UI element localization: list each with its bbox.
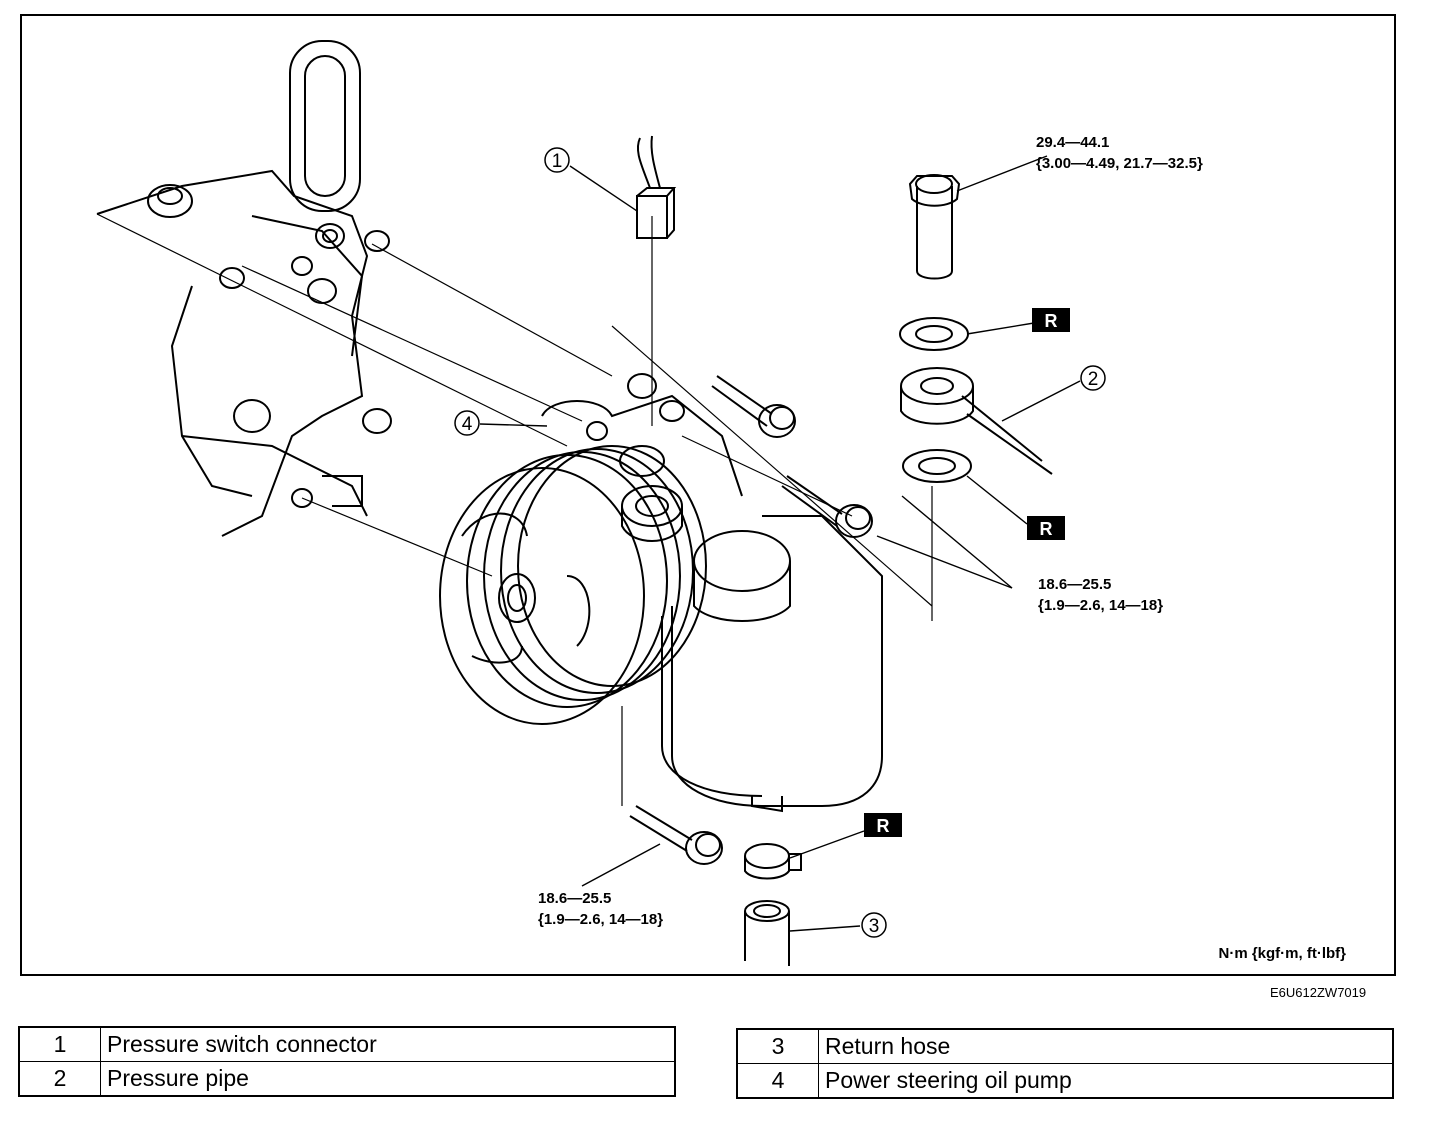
return-hose-drawing — [744, 900, 790, 966]
torque-spec-alt-units: {1.9—2.6, 14—18} — [1038, 597, 1164, 614]
legend-row: 2 Pressure pipe — [18, 1061, 676, 1097]
torque-spec-nm: 18.6—25.5 — [1038, 576, 1112, 593]
callout-3: 3 — [861, 912, 887, 938]
torque-spec-alt-units: {3.00—4.49, 21.7—32.5} — [1036, 155, 1203, 172]
svg-text:R: R — [1045, 311, 1058, 331]
reservoir-drawing — [661, 515, 883, 813]
legend-row: 1 Pressure switch connector — [18, 1026, 676, 1062]
bolt-top-right-drawing — [908, 174, 961, 280]
washer-lower-drawing — [902, 449, 972, 483]
exploded-diagram: 1 2 3 4 R R R 29.4—44.1 {3.00—4.49, — [20, 14, 1396, 976]
callout-2: 2 — [1080, 365, 1106, 391]
bolt-pump-lower-drawing — [781, 475, 873, 538]
legend-label: Pressure pipe — [100, 1061, 676, 1097]
svg-text:R: R — [877, 816, 890, 836]
washer-upper-drawing — [899, 317, 969, 351]
pump-body-drawing — [541, 373, 743, 542]
diagram-drawing: 1 2 3 4 R R R — [96, 40, 1106, 966]
legend-label: Power steering oil pump — [818, 1063, 1394, 1099]
legend-table-right: 3 Return hose 4 Power steering oil pump — [736, 1028, 1394, 1099]
svg-text:3: 3 — [869, 916, 880, 937]
replace-tag-upper-washer: R — [1032, 308, 1070, 332]
callout-1: 1 — [544, 147, 570, 173]
bolt-bottom-drawing — [629, 805, 723, 865]
pressure-switch-connector-drawing — [636, 135, 677, 239]
replace-tag-clamp: R — [864, 813, 902, 837]
legend-row: 4 Power steering oil pump — [736, 1063, 1394, 1099]
legend-number: 4 — [736, 1063, 819, 1099]
legend-row: 3 Return hose — [736, 1028, 1394, 1064]
svg-text:R: R — [1040, 519, 1053, 539]
engine-bracket-drawing — [96, 40, 392, 537]
banjo-fitting-drawing — [900, 367, 1053, 475]
torque-units-note: N·m {kgf·m, ft·lbf} — [1218, 945, 1347, 962]
pump-pulley-drawing — [439, 445, 707, 725]
figure-code: E6U612ZW7019 — [1270, 985, 1367, 1000]
svg-text:1: 1 — [552, 151, 563, 172]
legend-table-left: 1 Pressure switch connector 2 Pressure p… — [18, 1026, 676, 1097]
torque-spec-nm: 18.6—25.5 — [538, 890, 612, 907]
legend-number: 1 — [18, 1026, 101, 1062]
svg-text:2: 2 — [1088, 369, 1099, 390]
leader-lines — [479, 155, 1081, 932]
alignment-lines — [96, 213, 933, 806]
legend-number: 3 — [736, 1028, 819, 1064]
callout-4: 4 — [454, 410, 480, 436]
legend-label: Pressure switch connector — [100, 1026, 676, 1062]
replace-tag-lower-washer: R — [1027, 516, 1065, 540]
torque-spec-bottom-left: 18.6—25.5 {1.9—2.6, 14—18} — [538, 888, 663, 930]
svg-text:4: 4 — [462, 414, 473, 435]
torque-spec-alt-units: {1.9—2.6, 14—18} — [538, 911, 664, 928]
hose-clamp-drawing — [744, 843, 802, 880]
legend-number: 2 — [18, 1061, 101, 1097]
torque-spec-nm: 29.4—44.1 — [1036, 134, 1110, 151]
torque-spec-middle-right: 18.6—25.5 {1.9—2.6, 14—18} — [1038, 574, 1163, 616]
bolt-pump-upper-drawing — [711, 375, 796, 438]
torque-spec-top-right: 29.4—44.1 {3.00—4.49, 21.7—32.5} — [1036, 132, 1203, 174]
legend-label: Return hose — [818, 1028, 1394, 1064]
